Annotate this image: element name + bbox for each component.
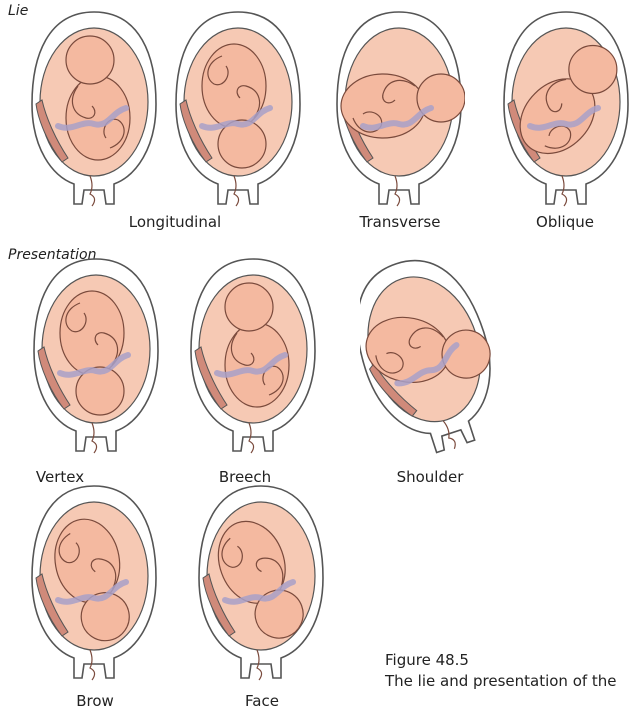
uterus-longitudinal-cephalic-illustration [28, 8, 160, 208]
caption-oblique: Oblique [515, 213, 615, 231]
fetus-head [66, 36, 114, 84]
uterus-brow-illustration [28, 482, 160, 682]
uterus-breech [187, 255, 319, 455]
caption-shoulder: Shoulder [375, 468, 485, 486]
uterus-longitudinal-cephalic [28, 8, 160, 208]
uterus-face [195, 482, 327, 682]
uterus-vertex-illustration [30, 255, 162, 455]
fetus-head [225, 283, 273, 331]
uterus-longitudinal-breech-illustration [172, 8, 304, 208]
uterus-shoulder-illustration [360, 255, 492, 455]
caption-transverse: Transverse [340, 213, 460, 231]
uterus-breech-illustration [187, 255, 319, 455]
lie-section-label: Lie [8, 3, 28, 19]
uterus-oblique-illustration [500, 8, 632, 208]
uterus-vertex [30, 255, 162, 455]
uterus-oblique [500, 8, 632, 208]
figure-number: Figure 48.5 [385, 650, 617, 671]
caption-brow: Brow [55, 692, 135, 710]
uterus-shoulder [360, 255, 492, 455]
uterus-brow [28, 482, 160, 682]
uterus-longitudinal-breech [172, 8, 304, 208]
figure-caption: Figure 48.5 The lie and presentation of … [385, 650, 617, 692]
caption-face: Face [222, 692, 302, 710]
caption-longitudinal: Longitudinal [110, 213, 240, 231]
uterus-face-illustration [195, 482, 327, 682]
figure-title: The lie and presentation of the [385, 671, 617, 692]
uterus-transverse [333, 8, 465, 208]
uterus-transverse-illustration [333, 8, 465, 208]
